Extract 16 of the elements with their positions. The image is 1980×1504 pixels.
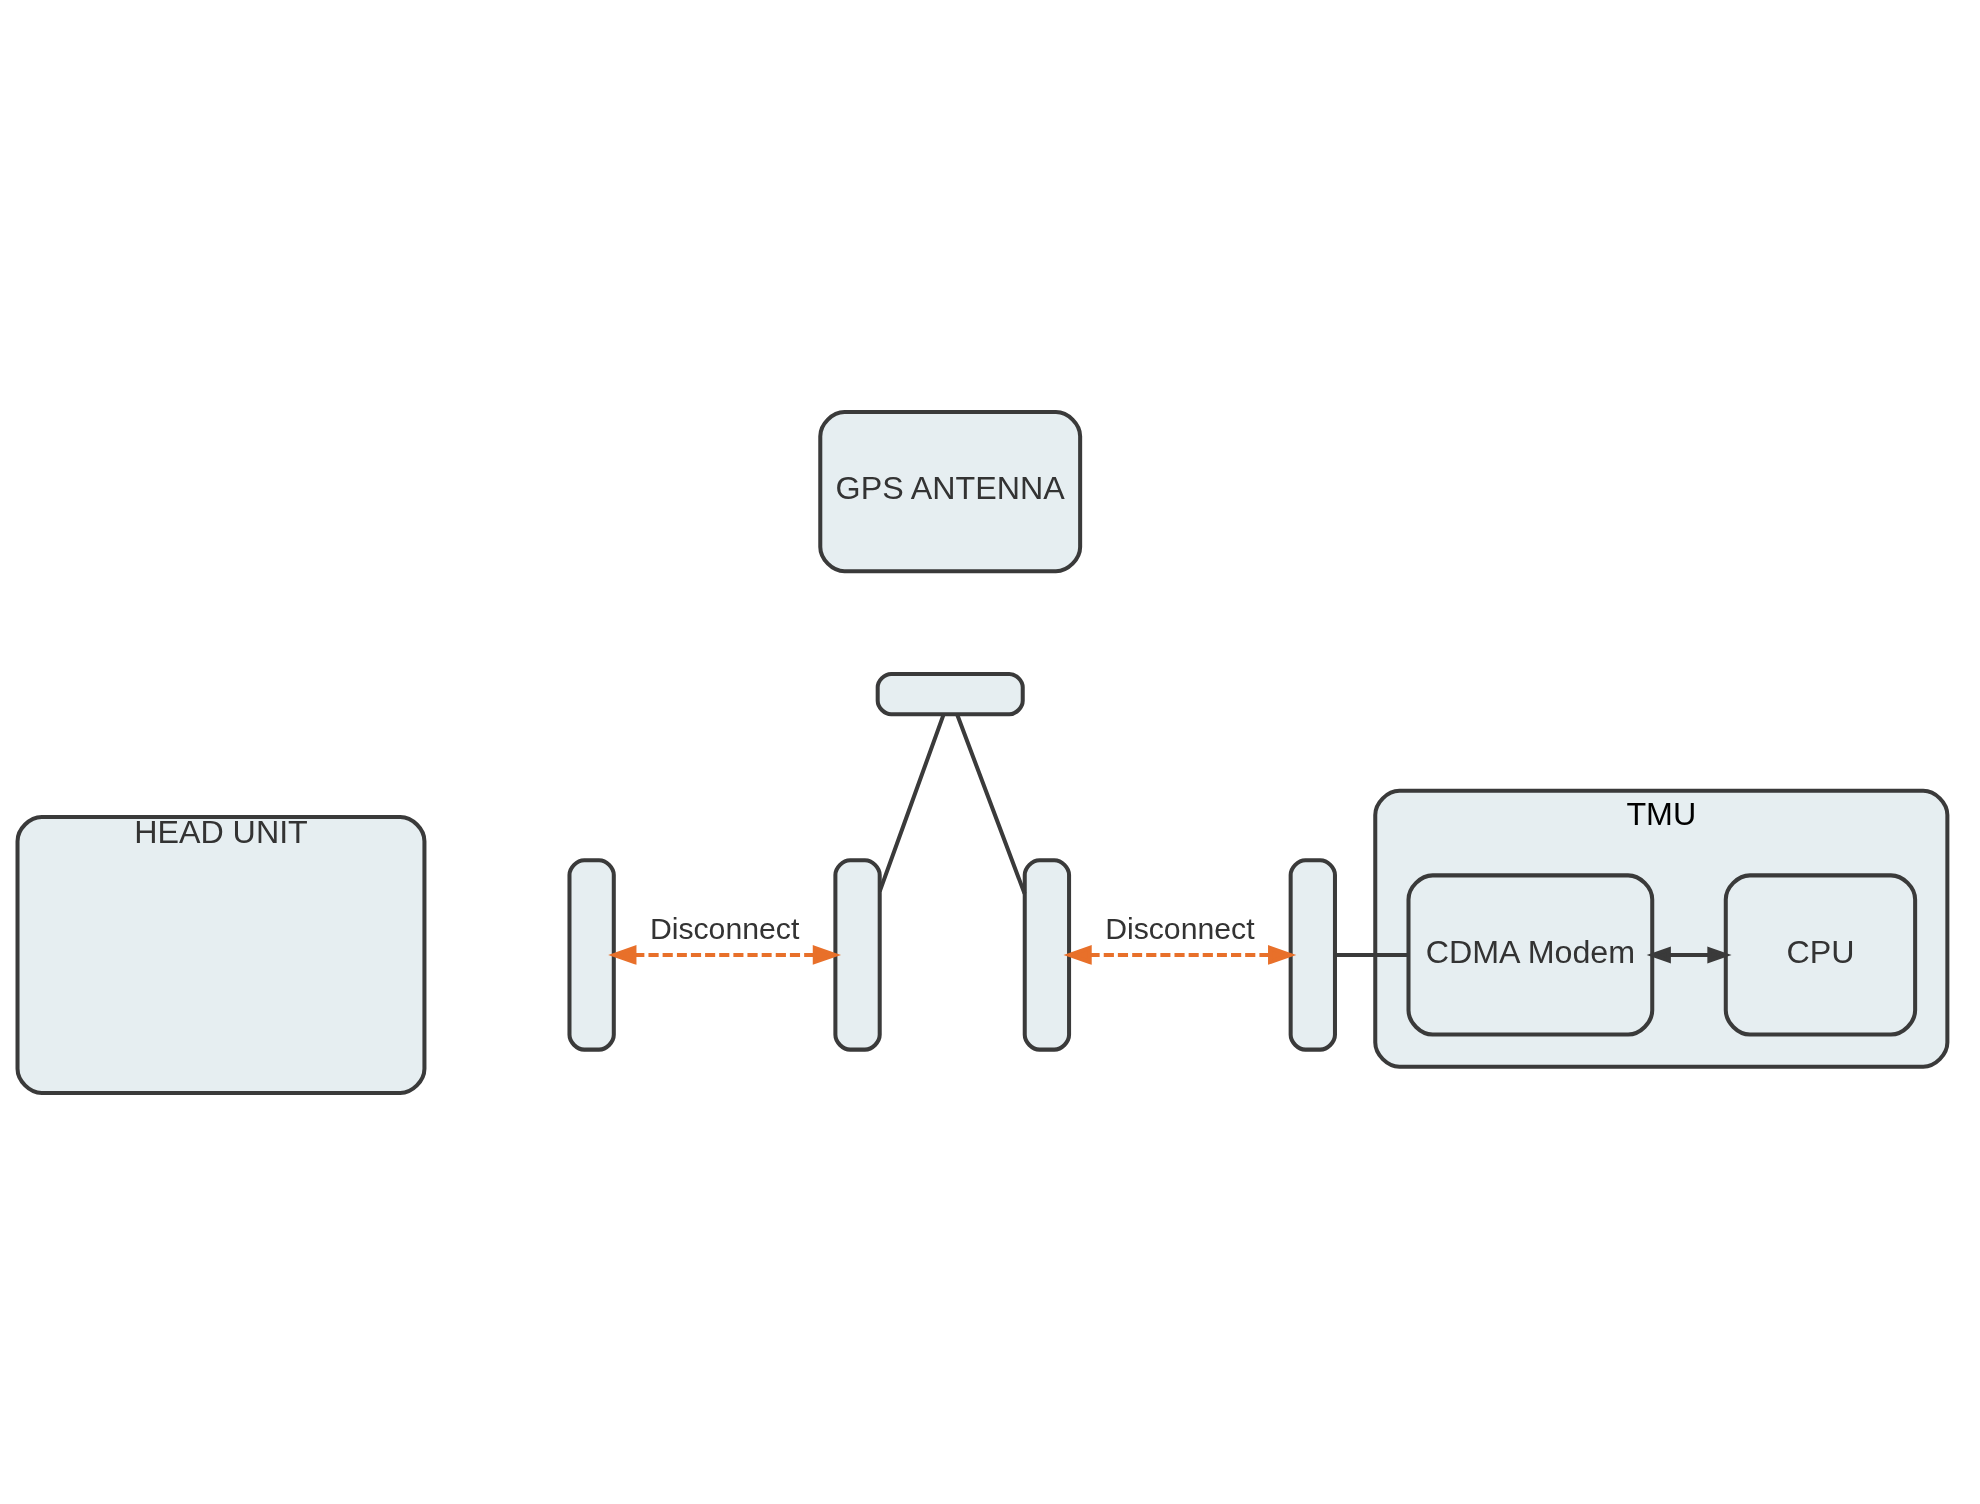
node-box [832, 857, 882, 1052]
node-box [1288, 857, 1337, 1052]
node-box: HEAD UNIT [15, 814, 426, 1095]
connector [954, 713, 1026, 894]
node-box: CPU [1723, 872, 1917, 1037]
arrow [1062, 944, 1296, 965]
edge-label: Disconnect [649, 911, 799, 945]
node-box: GPS ANTENNA [817, 409, 1082, 573]
arrow [607, 944, 841, 965]
node-box [566, 857, 616, 1052]
connector [1335, 952, 1408, 957]
node-box: CDMA Modem [1406, 872, 1654, 1037]
node-box [875, 671, 1025, 716]
node-box [1022, 857, 1071, 1052]
edge-label: Disconnect [1104, 911, 1255, 945]
arrow [1646, 945, 1732, 963]
